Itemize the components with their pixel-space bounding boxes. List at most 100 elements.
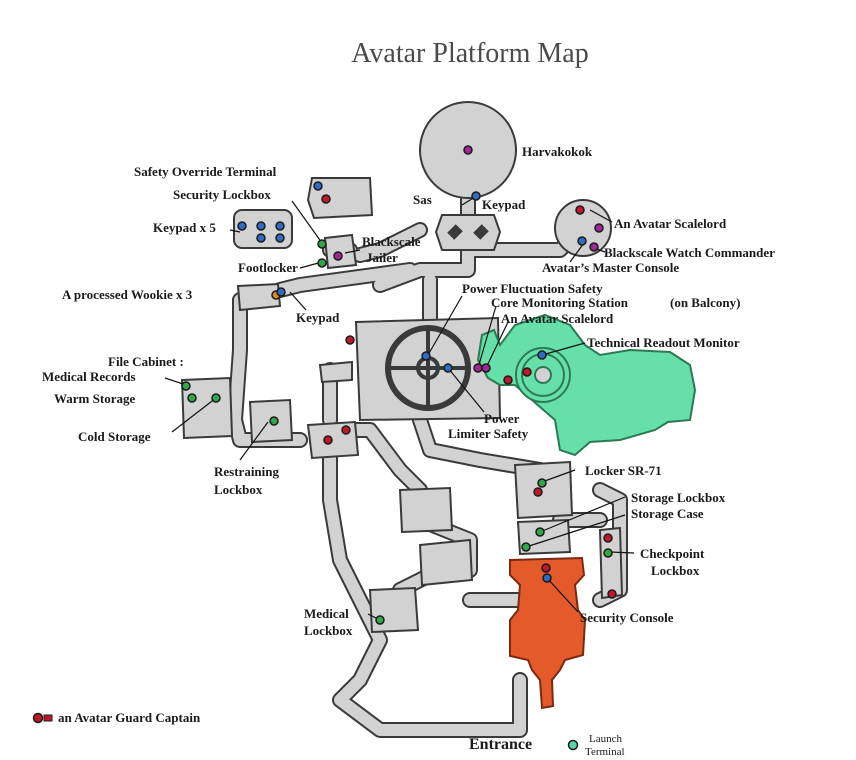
cold-storage-marker xyxy=(211,393,221,403)
label-watch-commander: Blackscale Watch Commander xyxy=(604,245,775,260)
label-checkpoint-1: Checkpoint xyxy=(640,546,705,561)
label-jailer-2: Jailer xyxy=(366,250,398,265)
label-on-balcony: (on Balcony) xyxy=(670,295,740,310)
west-guard-marker-2 xyxy=(341,425,351,435)
storage-room-west xyxy=(180,376,234,440)
harvakokok-marker xyxy=(463,145,473,155)
map-title: Avatar Platform Map xyxy=(351,38,588,69)
markers xyxy=(181,145,617,625)
label-wookie: A processed Wookie x 3 xyxy=(62,287,193,302)
checkpoint-guard-marker-2 xyxy=(607,589,617,599)
checkpoint-corridor xyxy=(598,526,624,600)
green-zone-guard-marker xyxy=(503,375,513,385)
label-locker-sr71: Locker SR-71 xyxy=(585,463,662,478)
label-file-cabinet-2: Medical Records xyxy=(42,369,136,384)
room-south-b xyxy=(418,538,474,587)
restraining-marker xyxy=(269,416,279,426)
keypad-1-marker xyxy=(237,221,247,231)
master-console-marker xyxy=(577,236,587,246)
safety-override-room xyxy=(306,177,374,220)
west-guard-marker-1 xyxy=(323,435,333,445)
label-power-fluctuation: Power Fluctuation Safety xyxy=(462,281,603,296)
label-power-limiter-2: Limiter Safety xyxy=(448,426,529,441)
rooms xyxy=(180,101,624,634)
label-power-limiter-1: Power xyxy=(484,411,520,426)
keypad-4-marker xyxy=(256,233,266,243)
label-master-console: Avatar’s Master Console xyxy=(542,260,679,275)
label-restraining-1: Restraining xyxy=(214,464,280,479)
security-guard-marker xyxy=(541,563,551,573)
reactor-antechamber xyxy=(318,360,353,384)
scalelord-top-marker xyxy=(575,205,585,215)
jailer-marker xyxy=(333,251,343,261)
guard-captain-marker xyxy=(321,194,331,204)
locker-guard-marker xyxy=(533,487,543,497)
footlocker-marker xyxy=(317,258,327,268)
guard-room-west xyxy=(306,420,360,460)
file-cabinet-marker xyxy=(181,381,191,391)
reactor-guard-marker xyxy=(345,335,355,345)
technical-readout-marker xyxy=(537,350,547,360)
locker-room xyxy=(513,460,574,520)
sas-junction-room xyxy=(434,214,502,251)
label-keypad-left: Keypad xyxy=(296,310,340,325)
label-medical-1: Medical xyxy=(304,606,349,621)
label-restraining-2: Lockbox xyxy=(214,482,263,497)
label-storage-case: Storage Case xyxy=(631,506,704,521)
keypad-2-marker xyxy=(256,221,266,231)
label-safety-override: Safety Override Terminal xyxy=(134,164,277,179)
keypad-5-marker xyxy=(275,233,285,243)
security-console-marker xyxy=(542,573,552,583)
label-medical-2: Lockbox xyxy=(304,623,353,638)
leader-lines xyxy=(164,196,635,621)
label-scalelord-top: An Avatar Scalelord xyxy=(614,216,727,231)
label-security-console: Security Console xyxy=(580,610,674,625)
keypad-left-marker xyxy=(276,287,286,297)
medical-room xyxy=(368,586,420,634)
legend-guard-captain: an Avatar Guard Captain xyxy=(58,710,201,725)
storage-lockbox-marker xyxy=(535,527,545,537)
label-warm-storage: Warm Storage xyxy=(54,391,135,406)
legend: an Avatar Guard Captain Entrance Launch … xyxy=(32,710,625,758)
label-file-cabinet-1: File Cabinet : xyxy=(108,354,184,369)
label-technical-readout: Technical Readout Monitor xyxy=(587,335,740,350)
guard-captain-legend-icon xyxy=(32,712,44,724)
storage-case-marker xyxy=(521,542,531,552)
label-scalelord-mid: An Avatar Scalelord xyxy=(501,311,614,326)
label-jailer-1: Blackscale xyxy=(362,234,421,249)
legend-launch-1: Launch xyxy=(589,733,622,745)
watch-commander-marker-1 xyxy=(594,223,604,233)
power-limiter-marker xyxy=(443,363,453,373)
label-footlocker: Footlocker xyxy=(238,260,298,275)
checkpoint-guard-marker xyxy=(603,533,613,543)
keypad-top-marker xyxy=(471,191,481,201)
warm-storage-marker xyxy=(187,393,197,403)
label-harvakokok: Harvakokok xyxy=(522,144,593,159)
guard-captain-legend-bar xyxy=(43,714,53,722)
room-south-a xyxy=(398,486,454,534)
keypad-3-marker xyxy=(275,221,285,231)
map-labels: Harvakokok Safety Override Terminal Secu… xyxy=(42,144,775,638)
label-checkpoint-2: Lockbox xyxy=(651,563,700,578)
label-cold-storage: Cold Storage xyxy=(78,429,151,444)
legend-launch-2: Terminal xyxy=(585,746,625,758)
label-core-monitoring: Core Monitoring Station xyxy=(491,295,629,310)
jailer-cell xyxy=(323,233,358,270)
label-security-lockbox: Security Lockbox xyxy=(173,187,271,202)
legend-entrance: Entrance xyxy=(469,736,532,753)
label-storage-lockbox: Storage Lockbox xyxy=(631,490,726,505)
scalelord-mid-marker xyxy=(481,363,491,373)
label-keypad-top: Keypad xyxy=(482,197,526,212)
checkpoint-lockbox-marker xyxy=(603,548,613,558)
safety-override-marker xyxy=(313,181,323,191)
entrance-hall xyxy=(509,556,587,710)
power-fluctuation-marker xyxy=(421,351,431,361)
launch-terminal-icon xyxy=(567,739,579,751)
core-monitoring-marker xyxy=(473,363,483,373)
medical-lockbox-marker xyxy=(375,615,385,625)
watch-commander-marker-2 xyxy=(589,242,599,252)
label-sas: Sas xyxy=(413,192,432,207)
security-lockbox-marker xyxy=(317,239,327,249)
locker-sr71-marker xyxy=(537,478,547,488)
